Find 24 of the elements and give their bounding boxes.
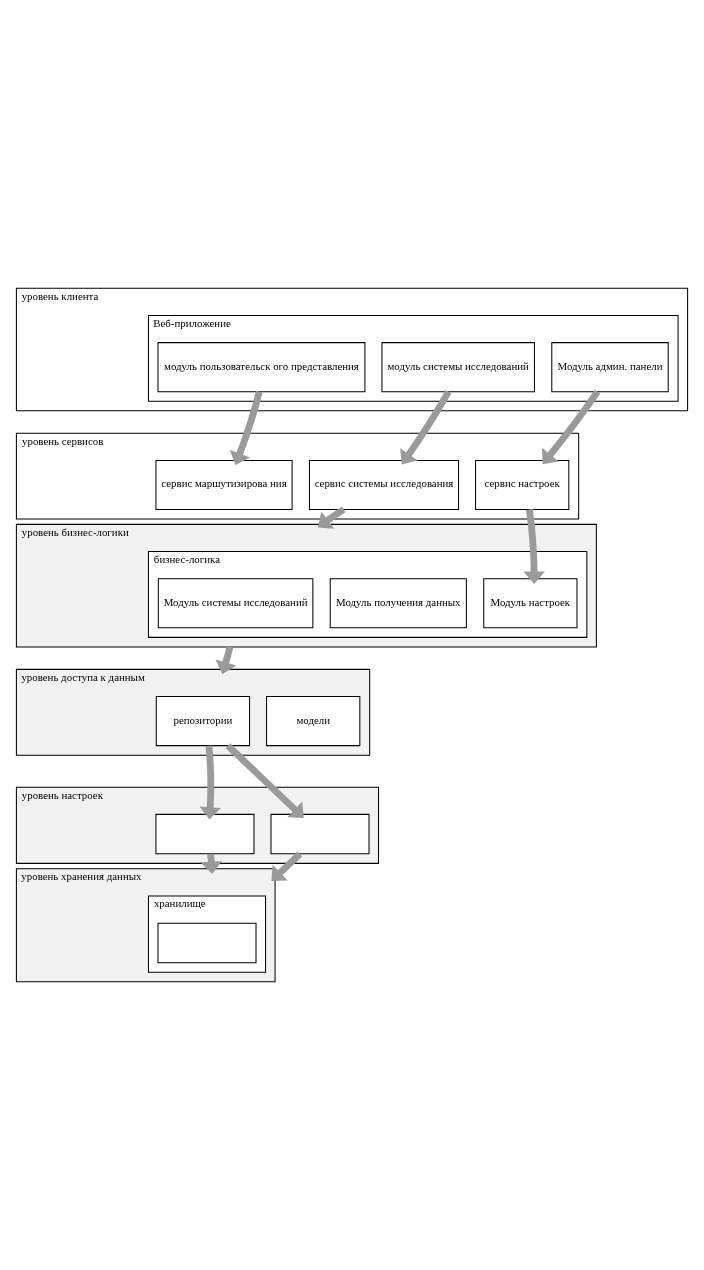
node-box: репозитории [155,696,251,747]
node-box: модуль пользовательск ого представления [157,342,366,393]
node-box: Модуль админ. панели [551,342,669,393]
arrow [271,851,303,882]
arrow [317,506,346,529]
node-box [270,813,370,855]
node-box: Модуль настроек [483,578,578,629]
node-box: Модуль системы исследований [157,578,314,629]
node-box: модели [266,696,361,747]
node-box [157,922,257,964]
arrow [229,390,263,466]
arrow [199,745,221,820]
node-box: модуль системы исследований [381,342,535,393]
node-box: сервис маршутизирова ния [155,459,293,510]
arrow [542,389,601,465]
node-box: сервис настроек [475,459,570,510]
node-box: Модуль получения данных [329,578,467,629]
cluster: хранилище [147,895,267,973]
arrow [400,389,452,465]
arrow [215,646,237,675]
arrow [523,509,545,584]
node-box [155,813,255,855]
arrow [225,743,304,818]
node-box: сервис системы исследования [308,459,460,510]
